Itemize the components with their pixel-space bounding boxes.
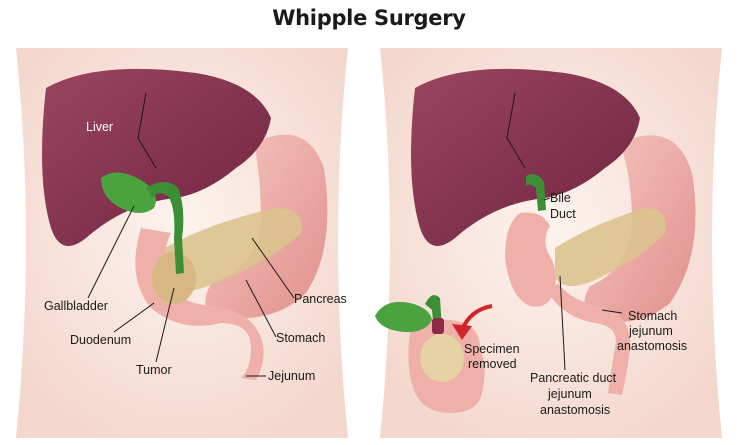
duodenum-label: Duodenum — [70, 333, 131, 347]
stomach-jejunum-label-line2: jejunum — [628, 324, 673, 338]
jejunum-label: Jejunum — [268, 369, 315, 383]
pancreas-label: Pancreas — [294, 292, 347, 306]
stomach-jejunum-label: Stomach — [628, 309, 677, 323]
liver-shape — [42, 68, 271, 246]
tumor-label: Tumor — [136, 363, 172, 377]
tumor-shape — [152, 252, 196, 304]
specimen-label: Specimen — [464, 342, 520, 356]
pancreatic-duct-label: Pancreatic duct — [530, 371, 617, 385]
bile-duct-shape — [526, 174, 546, 211]
specimen-duct-cut — [432, 318, 444, 334]
pancreatic-duct-label-line3: anastomosis — [540, 403, 610, 417]
page-title: Whipple Surgery — [272, 6, 466, 30]
bile-duct-label: Bile — [550, 191, 571, 205]
stomach-jejunum-label-line3: anastomosis — [617, 339, 687, 353]
bile-duct-label-line2: Duct — [550, 207, 576, 221]
stomach-label: Stomach — [276, 331, 325, 345]
gallbladder-label: Gallbladder — [44, 299, 108, 313]
bile-duct-shape — [146, 182, 184, 274]
liver-shape — [411, 68, 640, 246]
left-diagram-panel: Liver Gallbladder Duodenum Tumor Pancrea… — [16, 48, 348, 438]
right-diagram-panel: Bile Duct Specimen removed Stomach jejun… — [375, 48, 722, 438]
specimen-label-line2: removed — [468, 357, 517, 371]
duodenum-shape — [135, 228, 264, 380]
pancreas-shape — [555, 208, 666, 287]
liver-label: Liver — [86, 120, 113, 134]
pancreatic-duct-label-line2: jejunum — [547, 387, 592, 401]
gallbladder-shape — [101, 172, 156, 213]
specimen-tumor-shape — [420, 334, 464, 382]
specimen-gallbladder-shape — [375, 301, 432, 333]
jejunum-loop-shape — [505, 212, 556, 307]
